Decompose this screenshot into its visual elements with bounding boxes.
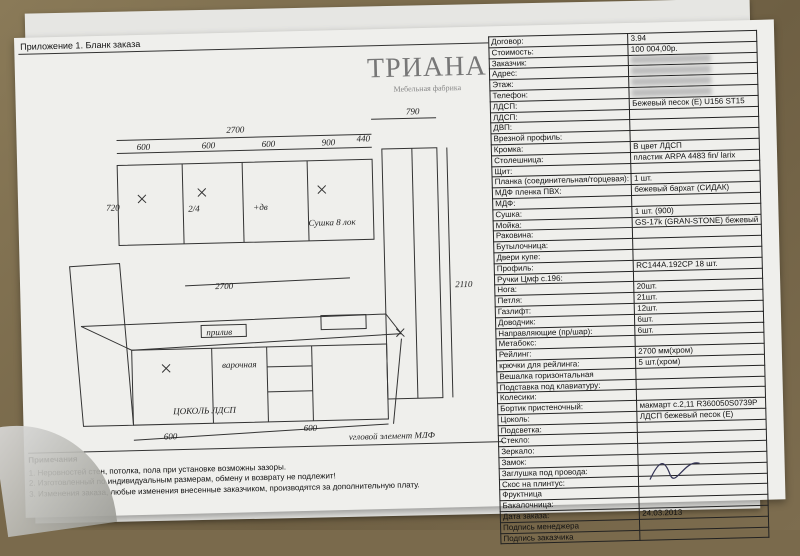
logo-name: ТРИАНА — [366, 50, 487, 85]
dim-2700-top: 2700 — [226, 124, 245, 134]
countertop-outline — [80, 313, 403, 351]
redacted-value — [631, 54, 712, 65]
door-note-b: +дв — [253, 202, 268, 212]
dim-900: 900 — [322, 137, 336, 147]
dryer-label: Сушка 8 лок — [308, 217, 356, 228]
oven-label: варочная — [222, 359, 257, 370]
sink-outline — [320, 313, 367, 331]
door-note-a: 2/4 — [188, 204, 200, 214]
dim-600-bottom: 600 — [164, 431, 178, 441]
page-title: Приложение 1. Бланк заказа — [20, 38, 141, 52]
tall-column-outline — [381, 147, 444, 400]
dim-600-c: 600 — [262, 139, 276, 149]
corner-element-label: угловой элемент МДФ — [348, 430, 436, 442]
dim-790: 790 — [406, 106, 420, 116]
manager-signature — [649, 462, 700, 480]
dim-600-bottom-b: 600 — [303, 423, 317, 433]
dim-2110: 2110 — [455, 279, 473, 289]
hob-label: прилив — [206, 327, 232, 338]
dim-600-b: 600 — [202, 140, 216, 150]
hob-outline — [200, 323, 247, 339]
kitchen-sketch: 2700 600 600 600 900 440 790 720 2110 60… — [69, 106, 473, 442]
plinth-label: ЦОКОЛЬ ЛДСП — [172, 405, 237, 417]
dim-720: 720 — [106, 202, 120, 212]
redacted-value — [631, 86, 712, 97]
dim-600-a: 600 — [137, 142, 151, 152]
upper-cabinets-outline — [116, 158, 375, 247]
base-cabinets-outline — [131, 343, 389, 426]
rail-label: 2700 — [215, 281, 234, 291]
redacted-value — [631, 76, 712, 86]
order-form-sheet: Приложение 1. Бланк заказа ТРИАНА Мебель… — [14, 19, 786, 545]
form-value — [640, 526, 769, 541]
dim-440: 440 — [356, 133, 370, 143]
redacted-value — [631, 65, 712, 76]
